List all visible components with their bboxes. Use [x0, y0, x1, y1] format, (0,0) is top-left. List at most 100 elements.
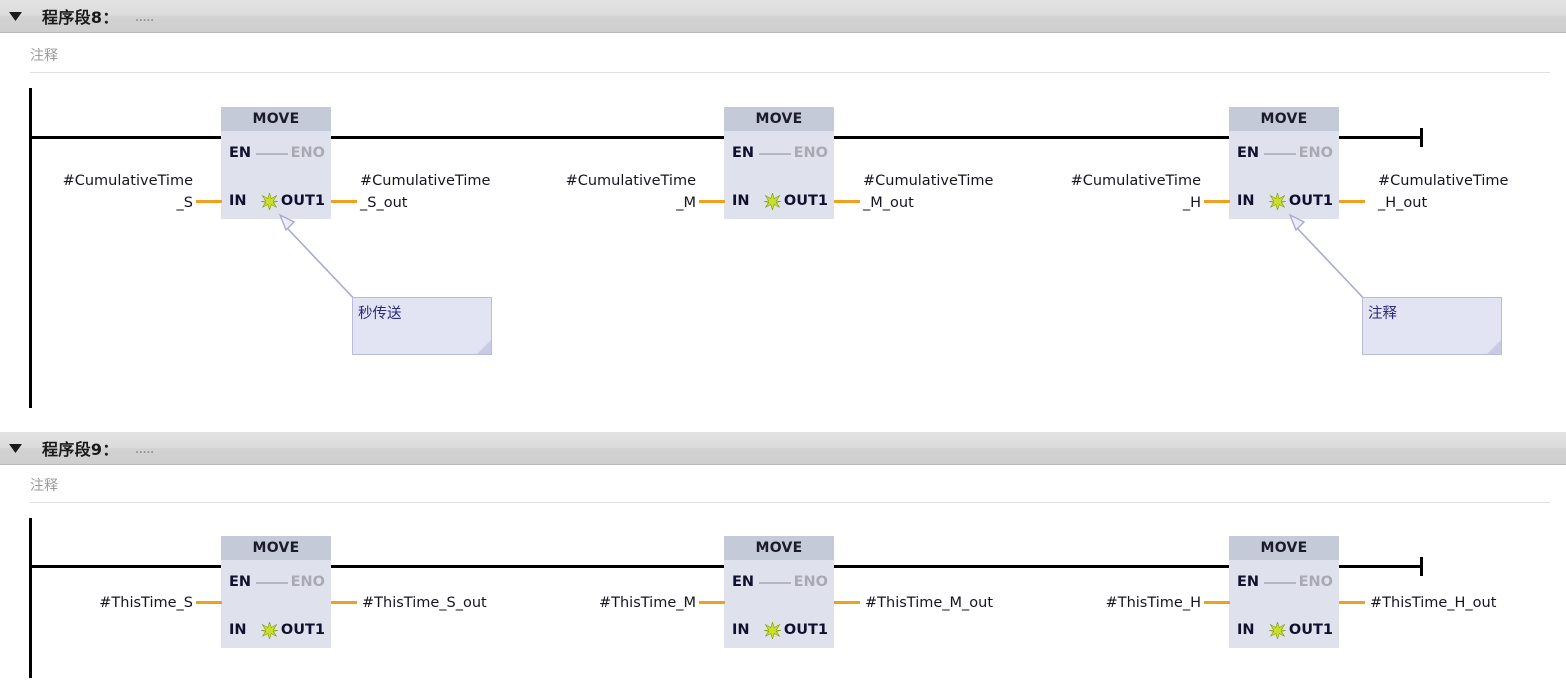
- operand-input-9-2[interactable]: #ThisTime_M: [598, 595, 696, 611]
- move-block-title: MOVE: [221, 536, 331, 560]
- operand-input-9-1[interactable]: #ThisTime_S: [99, 595, 193, 611]
- move-block-title: MOVE: [1229, 107, 1339, 131]
- green-starburst-icon: [261, 193, 278, 210]
- in-pin-label[interactable]: IN: [732, 193, 750, 209]
- in-pin-label[interactable]: IN: [732, 622, 750, 638]
- move-block-9-1[interactable]: MOVE EN ENO IN OUT1: [221, 536, 331, 648]
- operand-input-8-1[interactable]: #CumulativeTime _S: [62, 173, 193, 211]
- network-title-placeholder-8[interactable]: .....: [134, 7, 155, 25]
- in-pin-label[interactable]: IN: [229, 622, 247, 638]
- output-wire-8-3: [1339, 200, 1365, 203]
- network-comment-8[interactable]: 注释: [30, 48, 58, 64]
- operand-input-8-2[interactable]: #CumulativeTime _M: [565, 173, 696, 211]
- operand-output-8-2[interactable]: #CumulativeTime _M_out: [863, 173, 994, 211]
- comment-separator-8: [30, 72, 1550, 73]
- input-wire-8-1: [196, 200, 222, 203]
- network-title-8: 程序段8：: [42, 8, 119, 27]
- eno-pin-label[interactable]: ENO: [290, 574, 325, 590]
- green-starburst-icon: [764, 622, 781, 639]
- move-block-body: EN ENO IN OUT1: [1229, 131, 1339, 219]
- green-starburst-icon: [764, 193, 781, 210]
- eno-pin-label[interactable]: ENO: [793, 574, 828, 590]
- out1-pin-label[interactable]: OUT1: [783, 622, 828, 638]
- input-wire-9-2: [699, 601, 725, 604]
- input-wire-8-3: [1204, 200, 1230, 203]
- operand-output-8-3[interactable]: #CumulativeTime _H_out: [1378, 173, 1509, 211]
- triangle-down-icon[interactable]: [4, 443, 26, 453]
- move-block-title: MOVE: [1229, 536, 1339, 560]
- input-wire-9-1: [196, 601, 222, 604]
- en-pin-label[interactable]: EN: [732, 574, 755, 590]
- green-starburst-icon: [1269, 193, 1286, 210]
- callout-text: 注释: [1368, 306, 1397, 322]
- resize-handle-icon[interactable]: [1487, 340, 1501, 354]
- en-pin-label[interactable]: EN: [1237, 145, 1260, 161]
- move-block-9-2[interactable]: MOVE EN ENO IN OUT1: [724, 536, 834, 648]
- move-block-body: EN ENO IN OUT1: [724, 560, 834, 648]
- eno-pin-label[interactable]: ENO: [290, 145, 325, 161]
- callout-leader-2: [1288, 213, 1380, 310]
- eno-connector-line: [256, 153, 288, 155]
- en-pin-label[interactable]: EN: [229, 145, 252, 161]
- in-pin-label[interactable]: IN: [1237, 193, 1255, 209]
- output-wire-9-2: [834, 601, 860, 604]
- operand-output-8-1[interactable]: #CumulativeTime _S_out: [360, 173, 491, 211]
- network-header-8[interactable]: 程序段8： .....: [0, 0, 1566, 33]
- network-title-9: 程序段9：: [42, 440, 119, 459]
- out1-pin-label[interactable]: OUT1: [280, 193, 325, 209]
- move-block-8-1[interactable]: MOVE EN ENO IN OUT1: [221, 107, 331, 219]
- operand-input-9-3[interactable]: #ThisTime_H: [1105, 595, 1201, 611]
- en-pin-label[interactable]: EN: [229, 574, 252, 590]
- output-wire-9-3: [1339, 601, 1365, 604]
- rung-terminator-8: [1420, 128, 1423, 147]
- operand-output-9-1[interactable]: #ThisTime_S_out: [362, 595, 487, 611]
- power-rail-9: [29, 518, 32, 678]
- in-pin-label[interactable]: IN: [1237, 622, 1255, 638]
- rung-terminator-9: [1420, 557, 1423, 576]
- operand-output-9-3[interactable]: #ThisTime_H_out: [1370, 595, 1497, 611]
- input-wire-9-3: [1204, 601, 1230, 604]
- move-block-body: EN ENO IN OUT1: [221, 560, 331, 648]
- green-starburst-icon: [261, 622, 278, 639]
- move-block-8-2[interactable]: MOVE EN ENO IN OUT1: [724, 107, 834, 219]
- network-title-placeholder-9[interactable]: .....: [134, 439, 155, 457]
- eno-connector-line: [1264, 153, 1296, 155]
- move-block-title: MOVE: [221, 107, 331, 131]
- en-pin-label[interactable]: EN: [1237, 574, 1260, 590]
- eno-pin-label[interactable]: ENO: [1298, 574, 1333, 590]
- output-wire-8-2: [834, 200, 860, 203]
- in-pin-label[interactable]: IN: [229, 193, 247, 209]
- green-starburst-icon: [1269, 622, 1286, 639]
- network-header-9[interactable]: 程序段9： .....: [0, 432, 1566, 465]
- input-wire-8-2: [699, 200, 725, 203]
- move-block-body: EN ENO IN OUT1: [1229, 560, 1339, 648]
- callout-box-1[interactable]: 秒传送: [352, 297, 492, 355]
- callout-text: 秒传送: [358, 306, 402, 322]
- operand-input-8-3[interactable]: #CumulativeTime _H: [1070, 173, 1201, 211]
- callout-leader-1: [278, 213, 370, 310]
- eno-connector-line: [256, 582, 288, 584]
- out1-pin-label[interactable]: OUT1: [1288, 193, 1333, 209]
- move-block-body: EN ENO IN OUT1: [724, 131, 834, 219]
- power-rail-8: [29, 88, 32, 408]
- out1-pin-label[interactable]: OUT1: [1288, 622, 1333, 638]
- triangle-down-icon[interactable]: [4, 11, 26, 21]
- move-block-9-3[interactable]: MOVE EN ENO IN OUT1: [1229, 536, 1339, 648]
- output-wire-8-1: [331, 200, 357, 203]
- eno-connector-line: [759, 153, 791, 155]
- operand-output-9-2[interactable]: #ThisTime_M_out: [865, 595, 994, 611]
- callout-box-2[interactable]: 注释: [1362, 297, 1502, 355]
- move-block-title: MOVE: [724, 107, 834, 131]
- en-pin-label[interactable]: EN: [732, 145, 755, 161]
- eno-pin-label[interactable]: ENO: [1298, 145, 1333, 161]
- eno-connector-line: [759, 582, 791, 584]
- move-block-8-3[interactable]: MOVE EN ENO IN OUT1: [1229, 107, 1339, 219]
- eno-connector-line: [1264, 582, 1296, 584]
- output-wire-9-1: [331, 601, 357, 604]
- out1-pin-label[interactable]: OUT1: [783, 193, 828, 209]
- resize-handle-icon[interactable]: [477, 340, 491, 354]
- network-comment-9[interactable]: 注释: [30, 478, 58, 494]
- out1-pin-label[interactable]: OUT1: [280, 622, 325, 638]
- eno-pin-label[interactable]: ENO: [793, 145, 828, 161]
